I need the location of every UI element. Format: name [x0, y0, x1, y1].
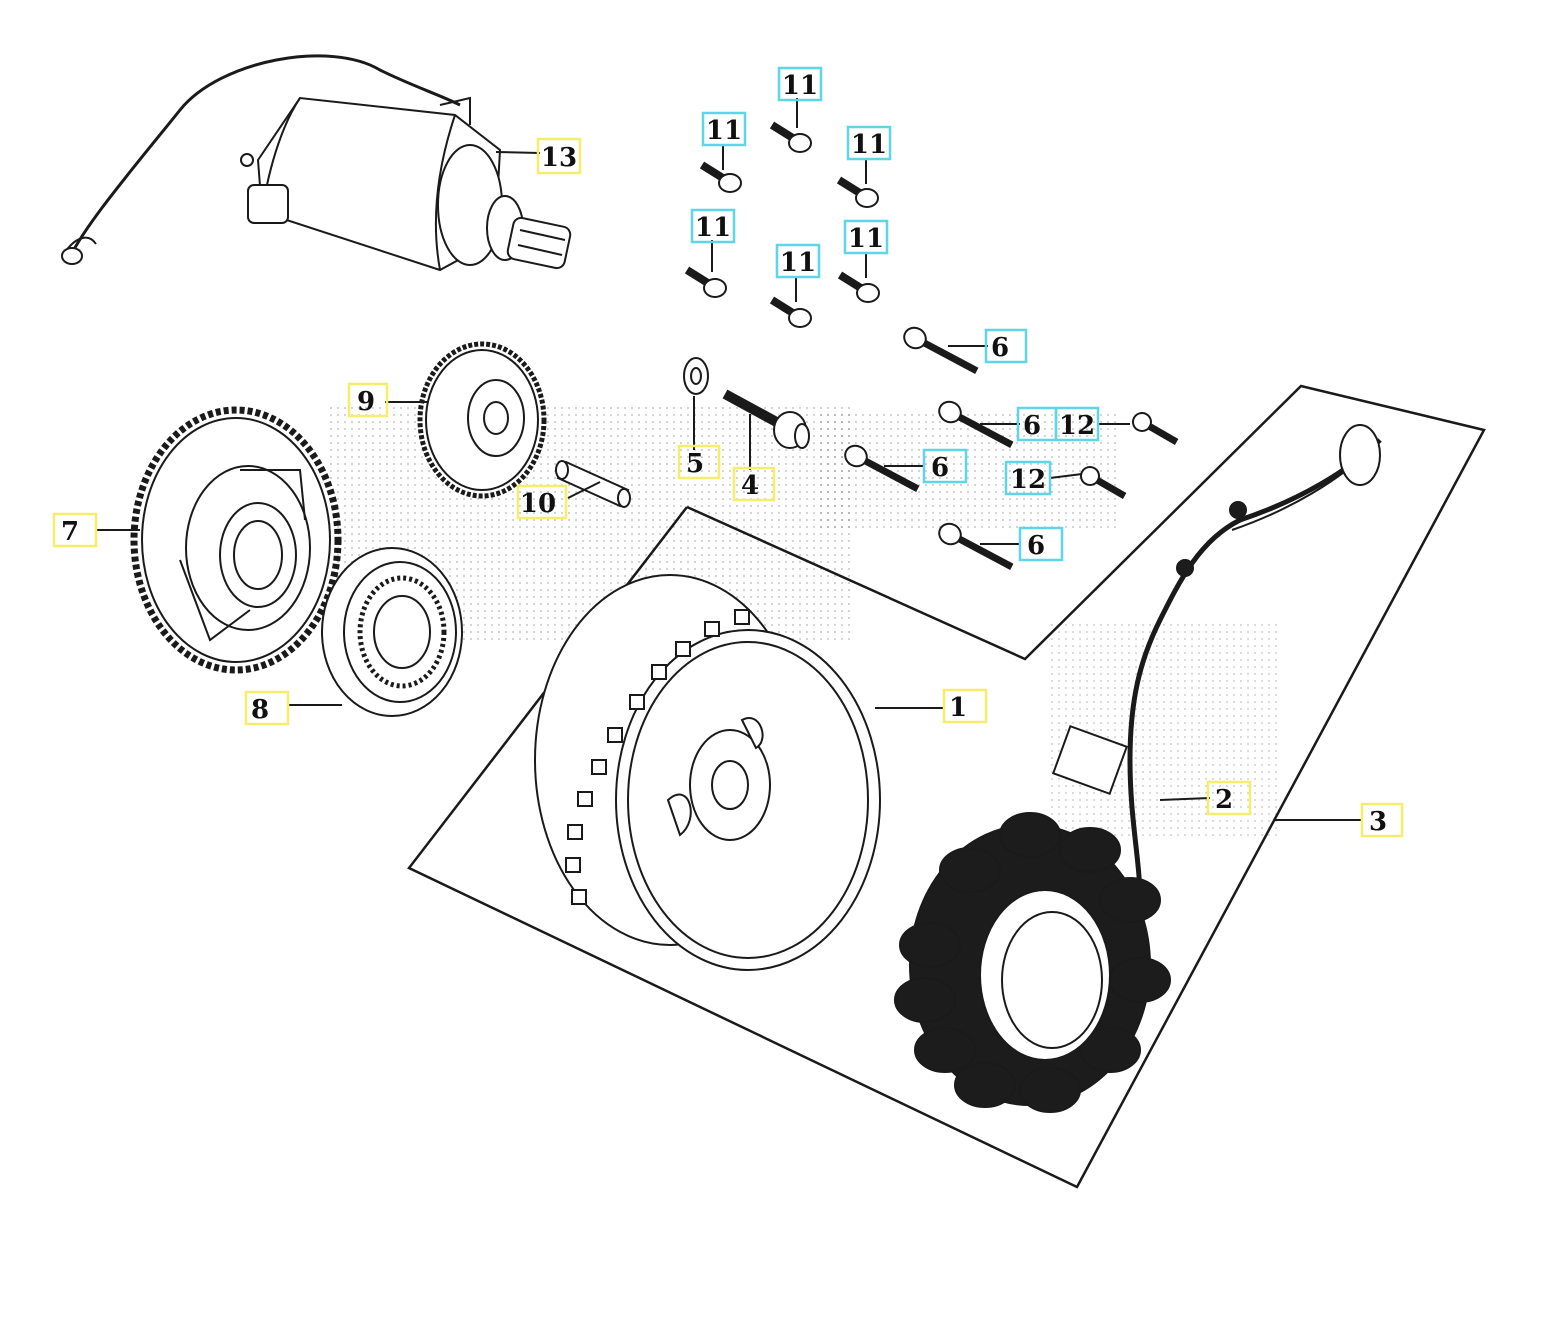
callout-9-label: 9 [357, 387, 375, 417]
callout-5-label: 5 [686, 449, 704, 479]
bolt-set-12 [1080, 412, 1179, 500]
starter-driven-gear [130, 406, 342, 674]
starter-motor [61, 54, 572, 272]
callout-12a: 12 [1054, 406, 1100, 442]
stator-coil [894, 424, 1382, 1113]
callout-3-label: 3 [1369, 807, 1387, 837]
washer [683, 357, 709, 395]
callout-6d-label: 6 [1027, 531, 1045, 561]
callout-labels: 13 11 11 11 11 11 11 6 [52, 66, 1404, 838]
leaders-6-12 [884, 345, 1130, 545]
callout-1: 1 [942, 688, 988, 724]
callout-10: 10 [516, 484, 568, 520]
callout-6c-label: 6 [931, 453, 949, 483]
callout-13: 13 [536, 137, 582, 175]
callout-7-label: 7 [61, 517, 79, 547]
callout-6a: 6 [984, 328, 1028, 364]
callout-11b-label: 11 [706, 116, 742, 146]
callout-11e: 11 [775, 243, 821, 279]
flywheel-rotor [534, 574, 881, 971]
reduction-gear [417, 341, 547, 499]
callout-7: 7 [52, 512, 98, 548]
bolt-set-6 [844, 326, 1014, 570]
callout-6b-label: 6 [1023, 411, 1041, 441]
callout-3: 3 [1360, 802, 1404, 838]
callout-2: 2 [1206, 780, 1252, 816]
callout-11d-label: 11 [695, 213, 731, 243]
callout-4: 4 [732, 466, 776, 502]
callout-11a-label: 11 [782, 71, 818, 101]
callout-12a-label: 12 [1059, 411, 1095, 441]
callout-12b-label: 12 [1010, 465, 1046, 495]
leader-2 [1159, 797, 1211, 801]
callout-11b: 11 [701, 111, 747, 147]
callout-11e-label: 11 [780, 248, 816, 278]
callout-11d: 11 [690, 208, 736, 244]
callout-6d: 6 [1018, 526, 1064, 562]
bolt-set-11 [684, 121, 880, 328]
callout-6a-label: 6 [991, 333, 1009, 363]
callout-9: 9 [347, 382, 389, 418]
callout-6c: 6 [922, 448, 968, 484]
callout-8: 8 [244, 690, 290, 726]
callout-4-label: 4 [741, 471, 759, 501]
callout-13-label: 13 [541, 143, 577, 173]
callout-12b: 12 [1004, 460, 1052, 496]
leaders-11 [711, 98, 867, 302]
callout-11c-label: 11 [851, 130, 887, 160]
callout-11a: 11 [777, 66, 823, 102]
callout-11c: 11 [846, 125, 892, 161]
callout-8-label: 8 [251, 695, 269, 725]
callout-5: 5 [677, 444, 721, 480]
shaft-pin [555, 460, 631, 508]
callout-2-label: 2 [1215, 785, 1233, 815]
flange-bolt [722, 389, 810, 449]
callout-10-label: 10 [520, 489, 556, 519]
callout-1-label: 1 [949, 693, 967, 723]
callout-11f-label: 11 [848, 224, 884, 254]
leader-13 [495, 151, 541, 154]
leader-10 [567, 481, 601, 499]
one-way-clutch [321, 547, 463, 717]
callout-11f: 11 [843, 219, 889, 255]
assembly-outline [407, 384, 1486, 1189]
